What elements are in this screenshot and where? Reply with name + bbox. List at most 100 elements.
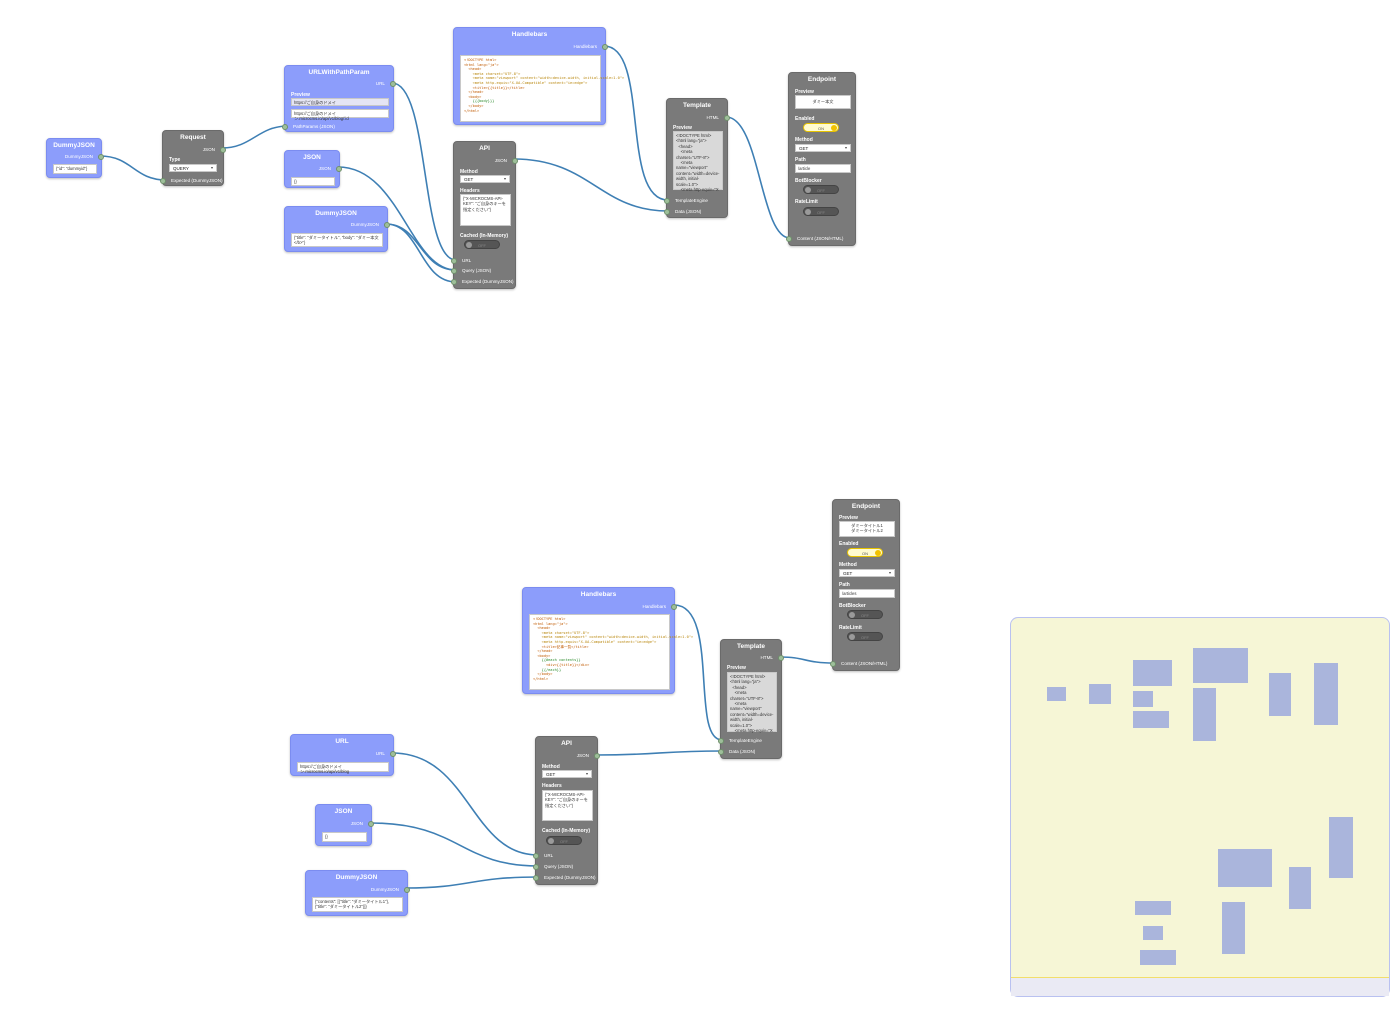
- code-line: </html>: [464, 108, 480, 113]
- cached-toggle[interactable]: OFF: [546, 836, 582, 845]
- method-select[interactable]: GET ▾: [795, 144, 851, 152]
- json-node[interactable]: JSON JSON {}: [284, 150, 342, 188]
- output-port[interactable]: [594, 753, 600, 759]
- code-line: <title>{{title}}</title>: [464, 85, 525, 90]
- code-line: {{/each}}: [533, 667, 562, 672]
- url-input[interactable]: https://ご自身のドメイン.microcms.io/api/v1/blog: [297, 762, 389, 774]
- dummy-json-value[interactable]: {"contents": [{"title": "ダミータイトル1"}, {"t…: [312, 897, 403, 912]
- output-port[interactable]: [404, 887, 410, 893]
- ratelimit-label: RateLimit: [839, 625, 862, 631]
- input-label: Query (JSON): [544, 864, 574, 869]
- minimap[interactable]: [1010, 617, 1390, 997]
- enabled-toggle[interactable]: ON: [847, 548, 883, 557]
- input-port-data[interactable]: [718, 749, 724, 755]
- type-select[interactable]: QUERY ▾: [169, 164, 217, 172]
- dummyjson-node[interactable]: DummyJSON DummyJSON {"contents": [{"titl…: [305, 870, 410, 916]
- output-port[interactable]: [384, 222, 390, 228]
- input-port-engine[interactable]: [718, 738, 724, 744]
- code-line: <head>: [533, 626, 551, 631]
- input-label: Data (JSON): [729, 749, 756, 754]
- template-node[interactable]: Template HTML Preview <!DOCTYPE html> <h…: [718, 639, 784, 759]
- output-label: JSON: [202, 147, 215, 152]
- url-input[interactable]: https://ご自身のドメイン.microcms.io/api/v1/blog…: [291, 109, 389, 121]
- method-select[interactable]: GET ▾: [460, 175, 510, 183]
- botblocker-toggle[interactable]: OFF: [803, 185, 839, 194]
- input-port-engine[interactable]: [664, 198, 670, 204]
- template-code-editor[interactable]: <!DOCTYPE html><html lang="ja"> <head> <…: [460, 55, 624, 122]
- json-value[interactable]: {}: [291, 177, 335, 186]
- output-port[interactable]: [220, 147, 226, 153]
- ratelimit-toggle[interactable]: OFF: [847, 632, 883, 641]
- output-port[interactable]: [336, 166, 342, 172]
- output-port[interactable]: [98, 154, 104, 160]
- api-node[interactable]: API JSON Method GET ▾ Headers {"X-MICROC…: [451, 141, 518, 289]
- toggle-knob: [849, 612, 855, 618]
- input-port-expected[interactable]: [451, 279, 457, 285]
- method-select[interactable]: GET ▾: [542, 770, 592, 778]
- urlwithpathparam-node[interactable]: URLWithPathParam URL Preview https://ご自身…: [282, 65, 396, 132]
- headers-input[interactable]: {"X-MICROCMS-API-KEY": "ご自身のキーを指定ください"}: [542, 790, 593, 821]
- toggle-knob: [805, 187, 811, 193]
- ratelimit-toggle[interactable]: OFF: [803, 207, 839, 216]
- url-node[interactable]: URL URL https://ご自身のドメイン.microcms.io/api…: [290, 734, 396, 776]
- output-port[interactable]: [724, 115, 730, 121]
- input-port[interactable]: [160, 178, 166, 184]
- input-port-data[interactable]: [664, 209, 670, 215]
- toggle-text: ON: [818, 125, 824, 131]
- url-preview: https://ご自身のドメイ: [291, 98, 389, 106]
- toggle-knob: [805, 209, 811, 215]
- input-label: Content (JSON/HTML): [797, 236, 844, 241]
- handlebars-node[interactable]: Handlebars Handlebars <!DOCTYPE html><ht…: [453, 27, 624, 125]
- toggle-knob: [548, 838, 554, 844]
- output-port[interactable]: [602, 44, 608, 50]
- input-label: Expected (DummyJSON): [171, 178, 223, 183]
- cached-toggle[interactable]: OFF: [464, 240, 500, 249]
- headers-input[interactable]: {"X-MICROCMS-API-KEY": "ご自身のキーを指定ください"}: [460, 194, 511, 226]
- minimap-scrollbar[interactable]: [1011, 977, 1389, 996]
- output-port[interactable]: [512, 158, 518, 164]
- input-port[interactable]: [282, 124, 288, 130]
- node-title: API: [561, 740, 572, 747]
- dummyjson-node[interactable]: DummyJSON DummyJSON {"id": "dummyid"}: [46, 138, 104, 178]
- minimap-node: [1133, 711, 1169, 728]
- handlebars-node[interactable]: Handlebars Handlebars <!DOCTYPE html><ht…: [522, 587, 693, 694]
- input-port-url[interactable]: [451, 258, 457, 264]
- botblocker-label: BotBlocker: [839, 603, 866, 609]
- path-input[interactable]: /article: [795, 164, 851, 173]
- minimap-node: [1314, 663, 1338, 725]
- code-line: </body>: [464, 103, 484, 108]
- output-port[interactable]: [778, 655, 784, 661]
- input-port-query[interactable]: [533, 864, 539, 870]
- api-node[interactable]: API JSON Method GET ▾ Headers {"X-MICROC…: [533, 736, 600, 885]
- botblocker-toggle[interactable]: OFF: [847, 610, 883, 619]
- endpoint-node[interactable]: Endpoint Preview ダミータイトル1 ダミータイトル2 Enabl…: [830, 499, 900, 671]
- input-port-query[interactable]: [451, 268, 457, 274]
- dummy-json-value[interactable]: {"title": "ダミータイトル", "body": "ダミー本文</b>"…: [291, 233, 383, 247]
- input-port-expected[interactable]: [533, 875, 539, 881]
- input-port-content[interactable]: [786, 236, 792, 242]
- code-line: {{#each contents}}: [533, 658, 581, 663]
- output-port[interactable]: [390, 751, 396, 757]
- output-port[interactable]: [390, 81, 396, 87]
- json-node[interactable]: JSON JSON {}: [315, 804, 374, 846]
- json-value[interactable]: {}: [322, 832, 367, 842]
- endpoint-node[interactable]: Endpoint Preview ダミー本文 Enabled ON Method…: [786, 72, 856, 246]
- request-node[interactable]: Request JSON Type QUERY ▾ Expected (Dumm…: [160, 130, 226, 186]
- wire-request-to-urlparam: [221, 125, 289, 149]
- minimap-node: [1140, 950, 1176, 965]
- code-line: <meta http-equiv="X-UA-Compatible" conte…: [464, 80, 588, 85]
- code-line: <!DOCTYPE html>: [464, 58, 497, 62]
- dummyjson-node[interactable]: DummyJSON DummyJSON {"title": "ダミータイトル",…: [284, 206, 390, 252]
- enabled-toggle[interactable]: ON: [803, 123, 839, 132]
- path-input[interactable]: /articles: [839, 589, 895, 598]
- template-node[interactable]: Template HTML Preview <!DOCTYPE html> <h…: [664, 98, 730, 218]
- input-port-url[interactable]: [533, 853, 539, 859]
- dummy-json-value[interactable]: {"id": "dummyid"}: [53, 164, 97, 174]
- wire-dummy-to-request: [99, 155, 167, 181]
- method-select[interactable]: GET ▾: [839, 569, 895, 577]
- input-port-content[interactable]: [830, 661, 836, 667]
- output-port[interactable]: [671, 604, 677, 610]
- chevron-down-icon: ▾: [210, 165, 213, 170]
- template-code-editor[interactable]: <!DOCTYPE html><html lang="ja"> <head> <…: [529, 614, 693, 690]
- output-port[interactable]: [368, 821, 374, 827]
